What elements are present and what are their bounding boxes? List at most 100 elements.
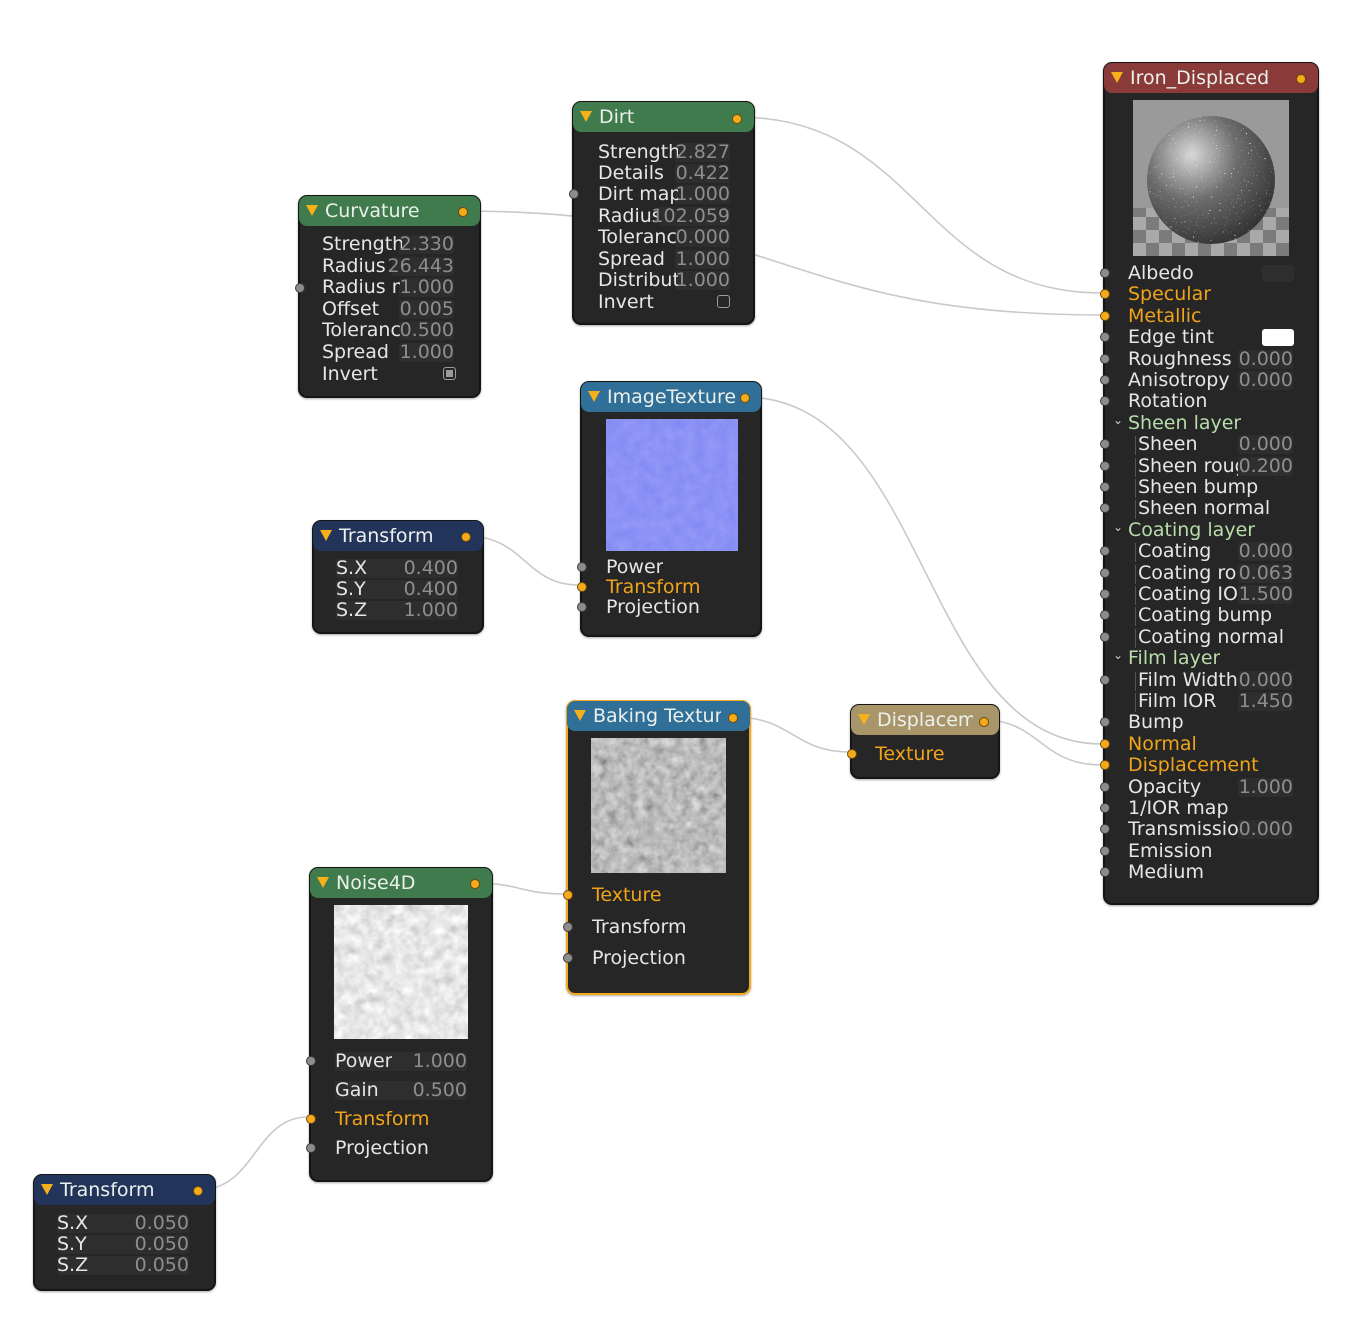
collapse-triangle-icon[interactable] [320, 530, 332, 541]
param-edge-tint[interactable]: Edge tint [1128, 327, 1215, 348]
input-pin-metallic[interactable] [1100, 311, 1110, 321]
input-pin-texture[interactable] [847, 749, 857, 759]
input-pin-specular[interactable] [1100, 289, 1110, 299]
input-pin-dirt-map[interactable] [569, 189, 579, 199]
input-pin-roughness[interactable] [1100, 354, 1110, 364]
transform-node-header[interactable]: Transform [34, 1175, 215, 1205]
input-pin-albedo[interactable] [1100, 268, 1110, 278]
curvature-node-header[interactable]: Curvature [299, 196, 480, 226]
baking-texture-node[interactable]: Baking Texture Texture Transform Project… [563, 700, 751, 995]
input-pin-film-width[interactable] [1100, 675, 1110, 685]
input-pin-normal[interactable] [1100, 739, 1110, 749]
input-pin-emission[interactable] [1100, 846, 1110, 856]
input-pin-power[interactable] [577, 562, 587, 572]
param-albedo[interactable]: Albedo [1128, 263, 1194, 284]
chevron-down-icon[interactable]: ⌄ [1113, 648, 1124, 662]
param-coating-roughness[interactable]: Coating roughness0.063 [1138, 562, 1293, 584]
albedo-color-swatch[interactable] [1262, 265, 1294, 282]
input-pin-projection[interactable] [563, 953, 573, 963]
output-pin[interactable] [728, 713, 738, 723]
param-coating-layer[interactable]: Coating layer [1128, 520, 1256, 541]
input-pin-bump[interactable] [1100, 717, 1110, 727]
dirt-node-header[interactable]: Dirt [573, 102, 754, 132]
param-radius-map[interactable]: Radius m1.000 [322, 276, 454, 298]
image-texture-node[interactable]: ImageTexture Power Transform Projection [577, 381, 762, 637]
output-pin[interactable] [470, 879, 480, 889]
input-pin-transmission[interactable] [1100, 824, 1110, 834]
input-pin-coating-normal[interactable] [1100, 632, 1110, 642]
output-pin[interactable] [979, 717, 989, 727]
input-pin-power[interactable] [306, 1056, 316, 1066]
edge-tint-color-swatch[interactable] [1262, 329, 1294, 346]
material-node-header[interactable]: Iron_Displaced [1104, 63, 1318, 93]
collapse-triangle-icon[interactable] [41, 1184, 53, 1195]
chevron-down-icon[interactable]: ⌄ [1113, 520, 1124, 534]
input-pin-projection[interactable] [306, 1143, 316, 1153]
displacement-node-header[interactable]: Displacement [851, 705, 999, 735]
collapse-triangle-icon[interactable] [574, 710, 586, 721]
collapse-triangle-icon[interactable] [588, 391, 600, 402]
collapse-triangle-icon[interactable] [306, 205, 318, 216]
output-pin[interactable] [461, 532, 471, 542]
input-pin-medium[interactable] [1100, 867, 1110, 877]
input-pin-sheen-roughness[interactable] [1100, 461, 1110, 471]
param-sheen-roughness[interactable]: Sheen roughness0.200 [1138, 455, 1293, 477]
input-pin-ior-map[interactable] [1100, 803, 1110, 813]
output-pin[interactable] [740, 393, 750, 403]
input-pin-radius-map[interactable] [295, 283, 305, 293]
invert-checkbox[interactable] [443, 367, 456, 380]
collapse-triangle-icon[interactable] [580, 111, 592, 122]
collapse-triangle-icon[interactable] [1111, 72, 1123, 83]
collapse-triangle-icon[interactable] [317, 877, 329, 888]
image-texture-node-header[interactable]: ImageTexture [581, 382, 761, 412]
input-pin-rotation[interactable] [1100, 396, 1110, 406]
input-pin-transform[interactable] [577, 582, 587, 592]
input-pin-sheen[interactable] [1100, 439, 1110, 449]
noise4d-node-header[interactable]: Noise4D [310, 868, 492, 898]
input-pin-transform[interactable] [306, 1114, 316, 1124]
collapse-triangle-icon[interactable] [858, 714, 870, 725]
param-tolerance[interactable]: Tolerance0.000 [598, 226, 730, 248]
input-pin-coating-bump[interactable] [1100, 610, 1110, 620]
input-pin-sheen-normal[interactable] [1100, 503, 1110, 513]
input-pin-displacement[interactable] [1100, 760, 1110, 770]
output-pin[interactable] [458, 207, 468, 217]
input-pin-edge-tint[interactable] [1100, 332, 1110, 342]
param-tolerance[interactable]: Tolerance0.500 [322, 319, 454, 341]
input-pin-coating-ior[interactable] [1100, 589, 1110, 599]
output-pin[interactable] [1296, 74, 1306, 84]
output-pin[interactable] [193, 1186, 203, 1196]
output-pin[interactable] [732, 114, 742, 124]
input-pin-opacity[interactable] [1100, 782, 1110, 792]
transform-node-header[interactable]: Transform [313, 521, 483, 551]
input-pin-coating[interactable] [1100, 546, 1110, 556]
invert-checkbox[interactable] [717, 295, 730, 308]
param-transmission[interactable]: Transmission0.000 [1128, 818, 1293, 840]
chevron-down-icon[interactable]: ⌄ [1113, 413, 1124, 427]
